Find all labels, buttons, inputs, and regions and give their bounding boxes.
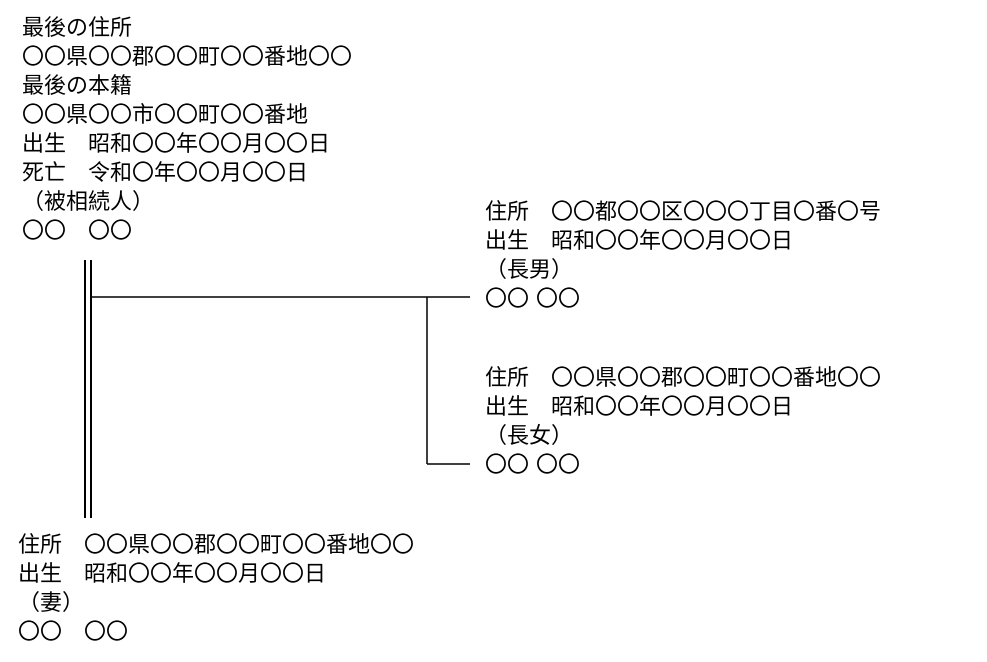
eldest-son-address: 住所 〇〇都〇〇区〇〇〇丁目〇番〇号 <box>485 200 882 225</box>
eldest-son-role: （長男） <box>485 258 574 283</box>
wife-role: （妻） <box>18 591 85 616</box>
eldest-daughter-name: 〇〇 〇〇 <box>485 453 580 478</box>
eldest-daughter-block: 住所 〇〇県〇〇郡〇〇町〇〇番地〇〇 出生 昭和〇〇年〇〇月〇〇日 （長女） 〇… <box>485 364 881 480</box>
wife-block: 住所 〇〇県〇〇郡〇〇町〇〇番地〇〇 出生 昭和〇〇年〇〇月〇〇日 （妻） 〇〇… <box>18 531 414 647</box>
eldest-son-name: 〇〇 〇〇 <box>485 287 580 312</box>
decedent-block: 最後の住所 〇〇県〇〇郡〇〇町〇〇番地〇〇 最後の本籍 〇〇県〇〇市〇〇町〇〇番… <box>22 14 352 246</box>
eldest-daughter-birth: 出生 昭和〇〇年〇〇月〇〇日 <box>485 395 794 420</box>
wife-birth: 出生 昭和〇〇年〇〇月〇〇日 <box>18 562 327 587</box>
decedent-role: （被相続人） <box>22 190 155 215</box>
last-domicile: 〇〇県〇〇市〇〇町〇〇番地 <box>22 103 309 128</box>
eldest-son-block: 住所 〇〇都〇〇区〇〇〇丁目〇番〇号 出生 昭和〇〇年〇〇月〇〇日 （長男） 〇… <box>485 198 881 314</box>
decedent-death: 死亡 令和〇年〇〇月〇〇日 <box>22 161 309 186</box>
last-domicile-label: 最後の本籍 <box>22 74 133 99</box>
wife-address: 住所 〇〇県〇〇郡〇〇町〇〇番地〇〇 <box>18 533 415 558</box>
last-address-label: 最後の住所 <box>22 16 133 41</box>
eldest-son-birth: 出生 昭和〇〇年〇〇月〇〇日 <box>485 229 794 254</box>
eldest-daughter-address: 住所 〇〇県〇〇郡〇〇町〇〇番地〇〇 <box>485 366 882 391</box>
decedent-birth: 出生 昭和〇〇年〇〇月〇〇日 <box>22 132 331 157</box>
last-address: 〇〇県〇〇郡〇〇町〇〇番地〇〇 <box>22 45 353 70</box>
eldest-daughter-role: （長女） <box>485 424 574 449</box>
wife-name: 〇〇 〇〇 <box>18 620 129 645</box>
decedent-name: 〇〇 〇〇 <box>22 219 133 244</box>
